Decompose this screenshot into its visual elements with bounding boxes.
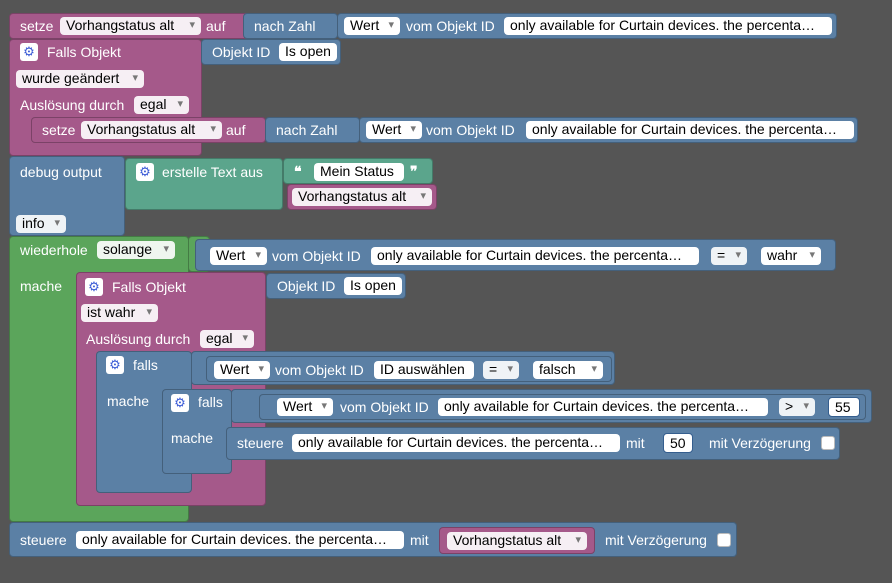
delay-option: mit Verzögerung [595,522,737,557]
set-variable-block-1[interactable]: setze Vorhangstatus alt auf [9,13,259,39]
attribute-dropdown[interactable]: Wert [214,361,270,379]
to-keyword: auf [206,18,226,34]
attribute-dropdown[interactable]: Wert [344,17,400,35]
operator-dropdown[interactable]: = [711,247,747,265]
do-label: mache [107,393,150,409]
debug-output-block[interactable]: debug output info [9,156,125,236]
control-label: steuere [237,435,284,451]
do-label: mache [171,430,214,446]
object-id-label: vom Objekt ID [406,18,495,34]
object-id-field[interactable]: only available for Curtain devices. the … [292,434,620,452]
to-number-keyword: nach Zahl [254,18,316,34]
get-value-block-1[interactable]: Wert vom Objekt ID only available for Cu… [337,13,837,39]
object-id-field[interactable]: only available for Curtain devices. the … [76,531,404,549]
set-keyword: setze [20,18,54,34]
if-object-label: Falls Objekt [112,279,186,295]
with-label: mit [410,532,429,548]
variable-dropdown[interactable]: Vorhangstatus alt [292,188,432,206]
to-number-keyword: nach Zahl [276,122,338,138]
delay-checkbox[interactable] [821,436,835,450]
do-label: mache [20,278,63,294]
object-id-field[interactable]: Is open [344,277,402,295]
compare-block-2[interactable]: Wert vom Objekt ID ID auswählen = falsch [206,356,612,382]
set-keyword: setze [42,122,76,138]
open-quote-icon: ❝ [294,163,302,179]
gear-icon[interactable]: ⚙ [171,394,189,412]
variable-get-block-2[interactable]: Vorhangstatus alt [439,527,595,554]
text-literal-block[interactable]: ❝ Mein Status ❞ [283,158,433,184]
object-id-label: vom Objekt ID [272,248,361,264]
attribute-dropdown[interactable]: Wert [277,398,333,416]
get-value-block-2[interactable]: Wert vom Objekt ID only available for Cu… [359,117,858,143]
object-id-label: vom Objekt ID [426,122,515,138]
log-level-dropdown[interactable]: info [16,215,66,233]
number-cast-block-2[interactable]: nach Zahl [265,117,360,143]
variable-dropdown[interactable]: Vorhangstatus alt [81,121,222,139]
gear-icon[interactable]: ⚙ [106,356,124,374]
if-label: falls [198,394,223,410]
trigger-source-dropdown[interactable]: egal [134,96,189,114]
number-field[interactable]: 50 [663,433,693,453]
variable-dropdown[interactable]: Vorhangstatus alt [447,532,587,550]
object-id-field[interactable]: Is open [279,43,337,61]
object-id-label: Objekt ID [277,278,336,294]
compare-block-3[interactable]: Wert vom Objekt ID only available for Cu… [259,394,866,420]
trigger-source-dropdown[interactable]: egal [200,330,254,348]
boolean-dropdown[interactable]: falsch [533,361,603,379]
object-id-label: vom Objekt ID [340,399,429,415]
text-field[interactable]: Mein Status [314,163,404,181]
if-object-label: Falls Objekt [47,44,121,60]
create-text-label: erstelle Text aus [162,164,263,180]
close-quote-icon: ❞ [410,163,418,179]
attribute-dropdown[interactable]: Wert [366,121,422,139]
operator-dropdown[interactable]: > [779,398,815,416]
object-id-label: vom Objekt ID [275,362,364,378]
object-id-field[interactable]: ID auswählen [374,361,474,379]
to-keyword: auf [226,122,246,138]
gear-icon[interactable]: ⚙ [136,163,154,181]
with-label: mit [626,435,645,451]
control-label: steuere [20,532,67,548]
delay-checkbox[interactable] [717,533,731,547]
variable-dropdown[interactable]: Vorhangstatus alt [60,17,201,35]
object-id-field[interactable]: only available for Curtain devices. the … [504,17,832,35]
object-id-field[interactable]: only available for Curtain devices. the … [371,247,699,265]
number-cast-block-1[interactable]: nach Zahl [243,13,338,39]
trigger-source-label: Auslösung durch [86,331,191,347]
trigger-condition-dropdown[interactable]: ist wahr [81,304,158,322]
gear-icon[interactable]: ⚙ [20,43,38,61]
text-join-block[interactable]: ⚙ erstelle Text aus [125,158,283,210]
repeat-label: wiederhole [20,242,88,258]
object-id-field[interactable]: only available for Curtain devices. the … [526,121,854,139]
debug-output-label: debug output [20,164,102,180]
loop-mode-dropdown[interactable]: solange [97,241,175,259]
object-id-label: Objekt ID [212,44,271,60]
trigger-source-label: Auslösung durch [20,97,125,113]
gear-icon[interactable]: ⚙ [85,278,103,296]
boolean-dropdown[interactable]: wahr [761,247,821,265]
object-id-block-1[interactable]: Objekt ID Is open [201,39,341,65]
if-block-2[interactable]: ⚙ falls mache [162,389,232,474]
variable-get-block-1[interactable]: Vorhangstatus alt [287,184,437,210]
operator-dropdown[interactable]: = [483,361,519,379]
if-label: falls [133,357,158,373]
attribute-dropdown[interactable]: Wert [210,247,267,265]
number-field[interactable]: 55 [828,397,860,417]
control-block-1[interactable]: steuere only available for Curtain devic… [226,427,840,460]
object-id-block-2[interactable]: Objekt ID Is open [266,273,406,299]
compare-block-1[interactable]: Wert vom Objekt ID only available for Cu… [195,239,836,271]
trigger-condition-dropdown[interactable]: wurde geändert [16,70,144,88]
set-variable-block-2[interactable]: setze Vorhangstatus alt auf [31,117,266,143]
with-delay-label: mit Verzögerung [605,532,707,548]
with-delay-label: mit Verzögerung [709,435,811,451]
object-id-field[interactable]: only available for Curtain devices. the … [438,398,768,416]
